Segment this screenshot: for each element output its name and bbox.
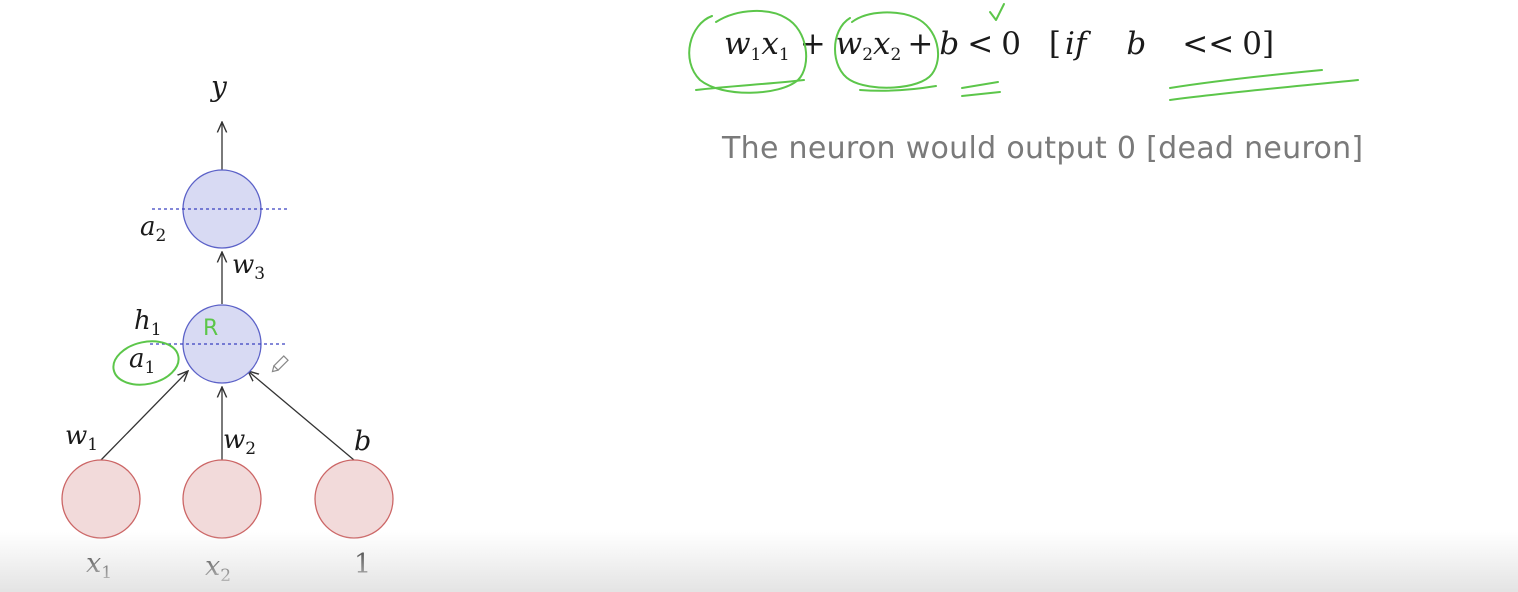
- edge-bias-to-hidden: [248, 371, 355, 461]
- underline-annotation-w2x2: [859, 85, 937, 92]
- underline-annotation-w1x1: [695, 79, 805, 91]
- weight-label-w2: w2: [223, 425, 256, 459]
- underline-annotation-condition-2: [1169, 79, 1359, 101]
- input-node-x1: [61, 459, 141, 539]
- bias-weight-label: b: [354, 426, 371, 457]
- emphasis-mark-b-top: [989, 3, 1005, 21]
- emphasis-mark-b-line1: [961, 81, 999, 89]
- weight-label-w3: w3: [232, 250, 265, 284]
- hidden-activation-label: a1: [129, 344, 155, 378]
- circle-annotation-w2x2: [834, 11, 940, 89]
- network-diagram: y a2 w3 h1 a1 w1 w2 b x1 x2 1 R: [61, 70, 394, 586]
- hidden-preactivation-label: h1: [134, 306, 162, 340]
- output-label-y: y: [209, 70, 228, 103]
- output-activation-label: a2: [140, 212, 166, 246]
- pen-cursor-icon: [271, 355, 289, 373]
- underline-annotation-condition-1: [1169, 69, 1323, 89]
- weight-label-w1: w1: [65, 421, 98, 455]
- emphasis-mark-b-line2: [961, 91, 1001, 97]
- dead-neuron-note: The neuron would output 0 [dead neuron]: [721, 131, 1363, 166]
- input-label-bias: 1: [354, 549, 371, 580]
- input-label-x1: x1: [86, 548, 112, 583]
- input-label-x2: x2: [205, 551, 231, 586]
- input-node-bias: [314, 459, 394, 539]
- edge-x1-to-hidden: [100, 371, 188, 461]
- relu-annotation: R: [203, 316, 218, 341]
- input-node-x2: [182, 459, 262, 539]
- activation-circle-annotation: [112, 340, 180, 386]
